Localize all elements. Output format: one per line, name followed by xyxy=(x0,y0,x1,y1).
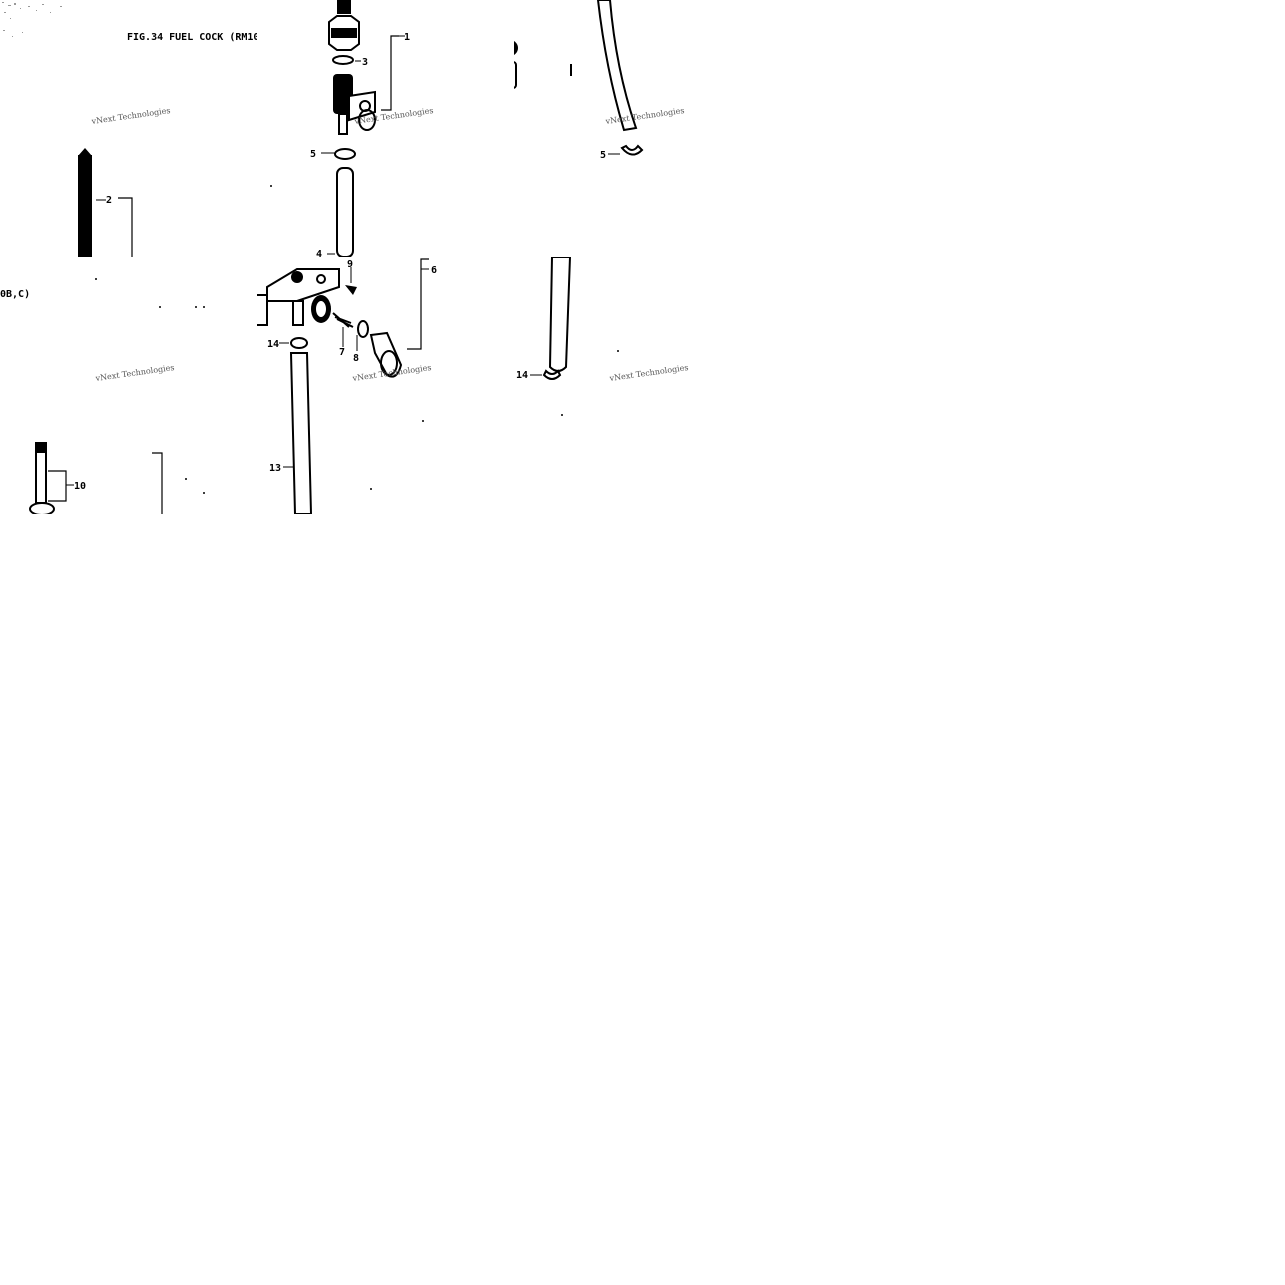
watermark: vNext Technologies xyxy=(94,363,175,383)
watermark: vNext Technologies xyxy=(608,363,689,383)
watermark: vNext Technologies xyxy=(604,106,685,126)
diagram-tile-2: 3 1 5 4 vNext Technologies xyxy=(257,0,514,257)
callout-8: 8 xyxy=(353,353,359,364)
rod-part-2 xyxy=(78,155,92,257)
callout-10: 10 xyxy=(74,481,86,492)
callout-5a: 5 xyxy=(310,149,316,160)
callout-13: 13 xyxy=(269,463,281,474)
scan-noise xyxy=(2,2,62,37)
callout-6: 6 xyxy=(431,265,437,276)
diagram-tile-3: 12 11 5 vNext Technologies xyxy=(514,0,771,257)
callout-14a: 14 xyxy=(267,339,279,350)
diagram-tile-4: 0B,C) vNext Technologies 10 xyxy=(0,257,257,514)
diagram-tile-6: 14 vNext Technologies xyxy=(514,257,771,514)
watermark: vNext Technologies xyxy=(90,106,171,126)
callout-5b: 5 xyxy=(600,150,606,161)
diagram-tile-5: 7 8 9 6 14 13 vNext Technologies xyxy=(257,257,514,514)
callout-2: 2 xyxy=(106,195,112,206)
diagram-tile-7 xyxy=(0,514,257,771)
callout-14b: 14 xyxy=(516,370,528,381)
model-fragment: 0B,C) xyxy=(0,289,30,300)
diagram-tile-1: FIG.34 FUEL COCK (RM10( 2 vNext Technolo… xyxy=(0,0,257,257)
figure-title: FIG.34 FUEL COCK (RM10( xyxy=(127,32,257,43)
callout-7: 7 xyxy=(339,347,345,358)
callout-1: 1 xyxy=(404,32,410,43)
callout-3: 3 xyxy=(362,57,368,68)
callout-4: 4 xyxy=(316,249,322,257)
callout-9: 9 xyxy=(347,259,353,270)
